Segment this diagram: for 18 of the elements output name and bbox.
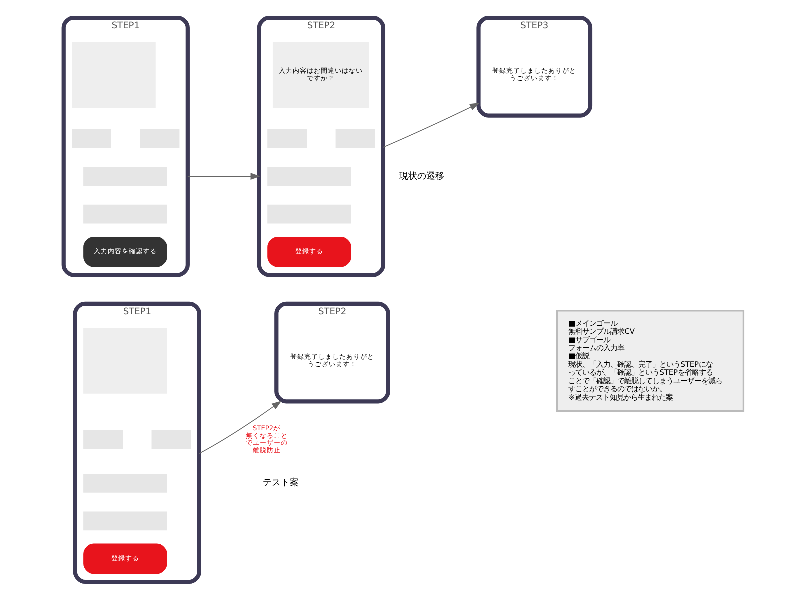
- node-box: [83, 204, 167, 224]
- node-box: [335, 129, 375, 148]
- node-box: ■メインゴール 無料サンプル請求CV ■サブゴール フォームの入力率 ■仮説 現状、「入力、確認、完了」というSTEPになっているが、「確認」というSTEPを省略することで「確認」で離脱してしまうユーザーを減らすことができるのではないか。 ※過去テスト知見から生まれた案: [556, 310, 744, 412]
- label: テスト案: [262, 478, 298, 489]
- node-box: [267, 204, 351, 224]
- node-box: [83, 430, 122, 450]
- node-box: [83, 474, 167, 493]
- arrow: [187, 173, 260, 180]
- arrow: [198, 400, 282, 454]
- node-box: [140, 129, 180, 148]
- label: 現状の遷移: [399, 172, 444, 182]
- node-box: [267, 129, 307, 148]
- node-box: [151, 430, 191, 450]
- node-box: [83, 512, 167, 531]
- node-box: [83, 167, 167, 186]
- node-box: [267, 167, 351, 186]
- node-box: [72, 129, 111, 148]
- arrow: [382, 103, 480, 148]
